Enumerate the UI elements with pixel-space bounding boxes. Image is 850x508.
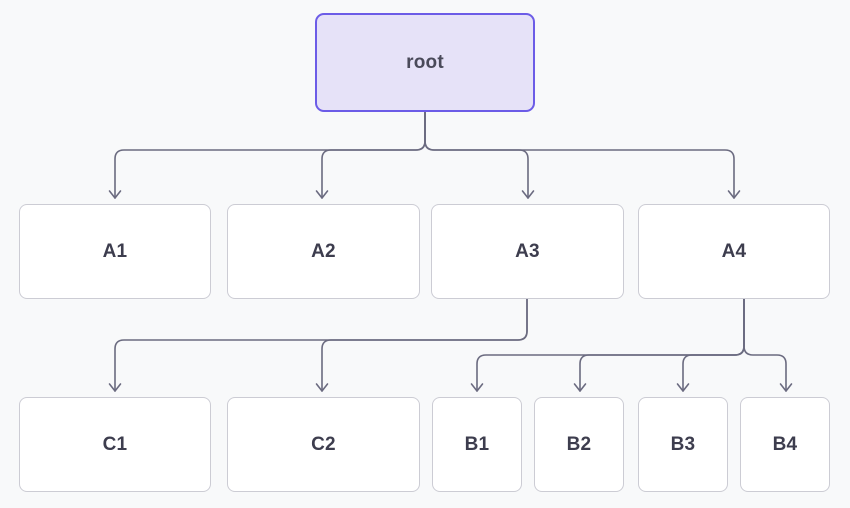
arrowhead-b3-icon (676, 383, 690, 392)
arrowhead-a2-icon (315, 190, 329, 199)
arrowhead-c2-icon (315, 383, 329, 392)
edge-root-to-a3 (424, 111, 529, 199)
node-label: B3 (670, 434, 696, 455)
arrowhead-b2-icon (573, 383, 587, 392)
arrowhead-b1-icon (470, 383, 484, 392)
edge-root-to-a1 (114, 111, 426, 199)
node-label: root (406, 52, 444, 73)
node-c1[interactable]: C1 (19, 397, 211, 492)
edge-a3-to-c1 (114, 298, 528, 392)
node-label: B2 (566, 434, 592, 455)
edge-a4-to-b2 (579, 298, 745, 392)
arrowhead-a3-icon (521, 190, 535, 199)
node-label: B4 (772, 434, 798, 455)
node-b2[interactable]: B2 (534, 397, 624, 492)
edge-a4-to-b4 (743, 298, 787, 392)
node-root[interactable]: root (315, 13, 535, 112)
node-label: A4 (721, 241, 747, 262)
node-b3[interactable]: B3 (638, 397, 728, 492)
edge-root-to-a2 (321, 111, 426, 199)
node-label: A2 (311, 241, 336, 262)
edge-a4-to-b3 (682, 298, 745, 392)
edge-a4-to-b1 (476, 298, 745, 392)
node-label: A3 (515, 241, 540, 262)
node-label: B1 (464, 434, 490, 455)
arrowhead-b4-icon (779, 383, 793, 392)
edge-a3-to-c2 (321, 298, 528, 392)
node-a3[interactable]: A3 (431, 204, 624, 299)
node-label: C1 (102, 434, 128, 455)
arrowhead-a1-icon (108, 190, 122, 199)
node-b4[interactable]: B4 (740, 397, 830, 492)
node-a4[interactable]: A4 (638, 204, 830, 299)
arrowhead-c1-icon (108, 383, 122, 392)
edge-root-to-a4 (424, 111, 735, 199)
node-a1[interactable]: A1 (19, 204, 211, 299)
node-a2[interactable]: A2 (227, 204, 420, 299)
node-c2[interactable]: C2 (227, 397, 420, 492)
node-label: A1 (102, 241, 128, 262)
node-label: C2 (311, 434, 336, 455)
node-b1[interactable]: B1 (432, 397, 522, 492)
arrowhead-a4-icon (727, 190, 741, 199)
